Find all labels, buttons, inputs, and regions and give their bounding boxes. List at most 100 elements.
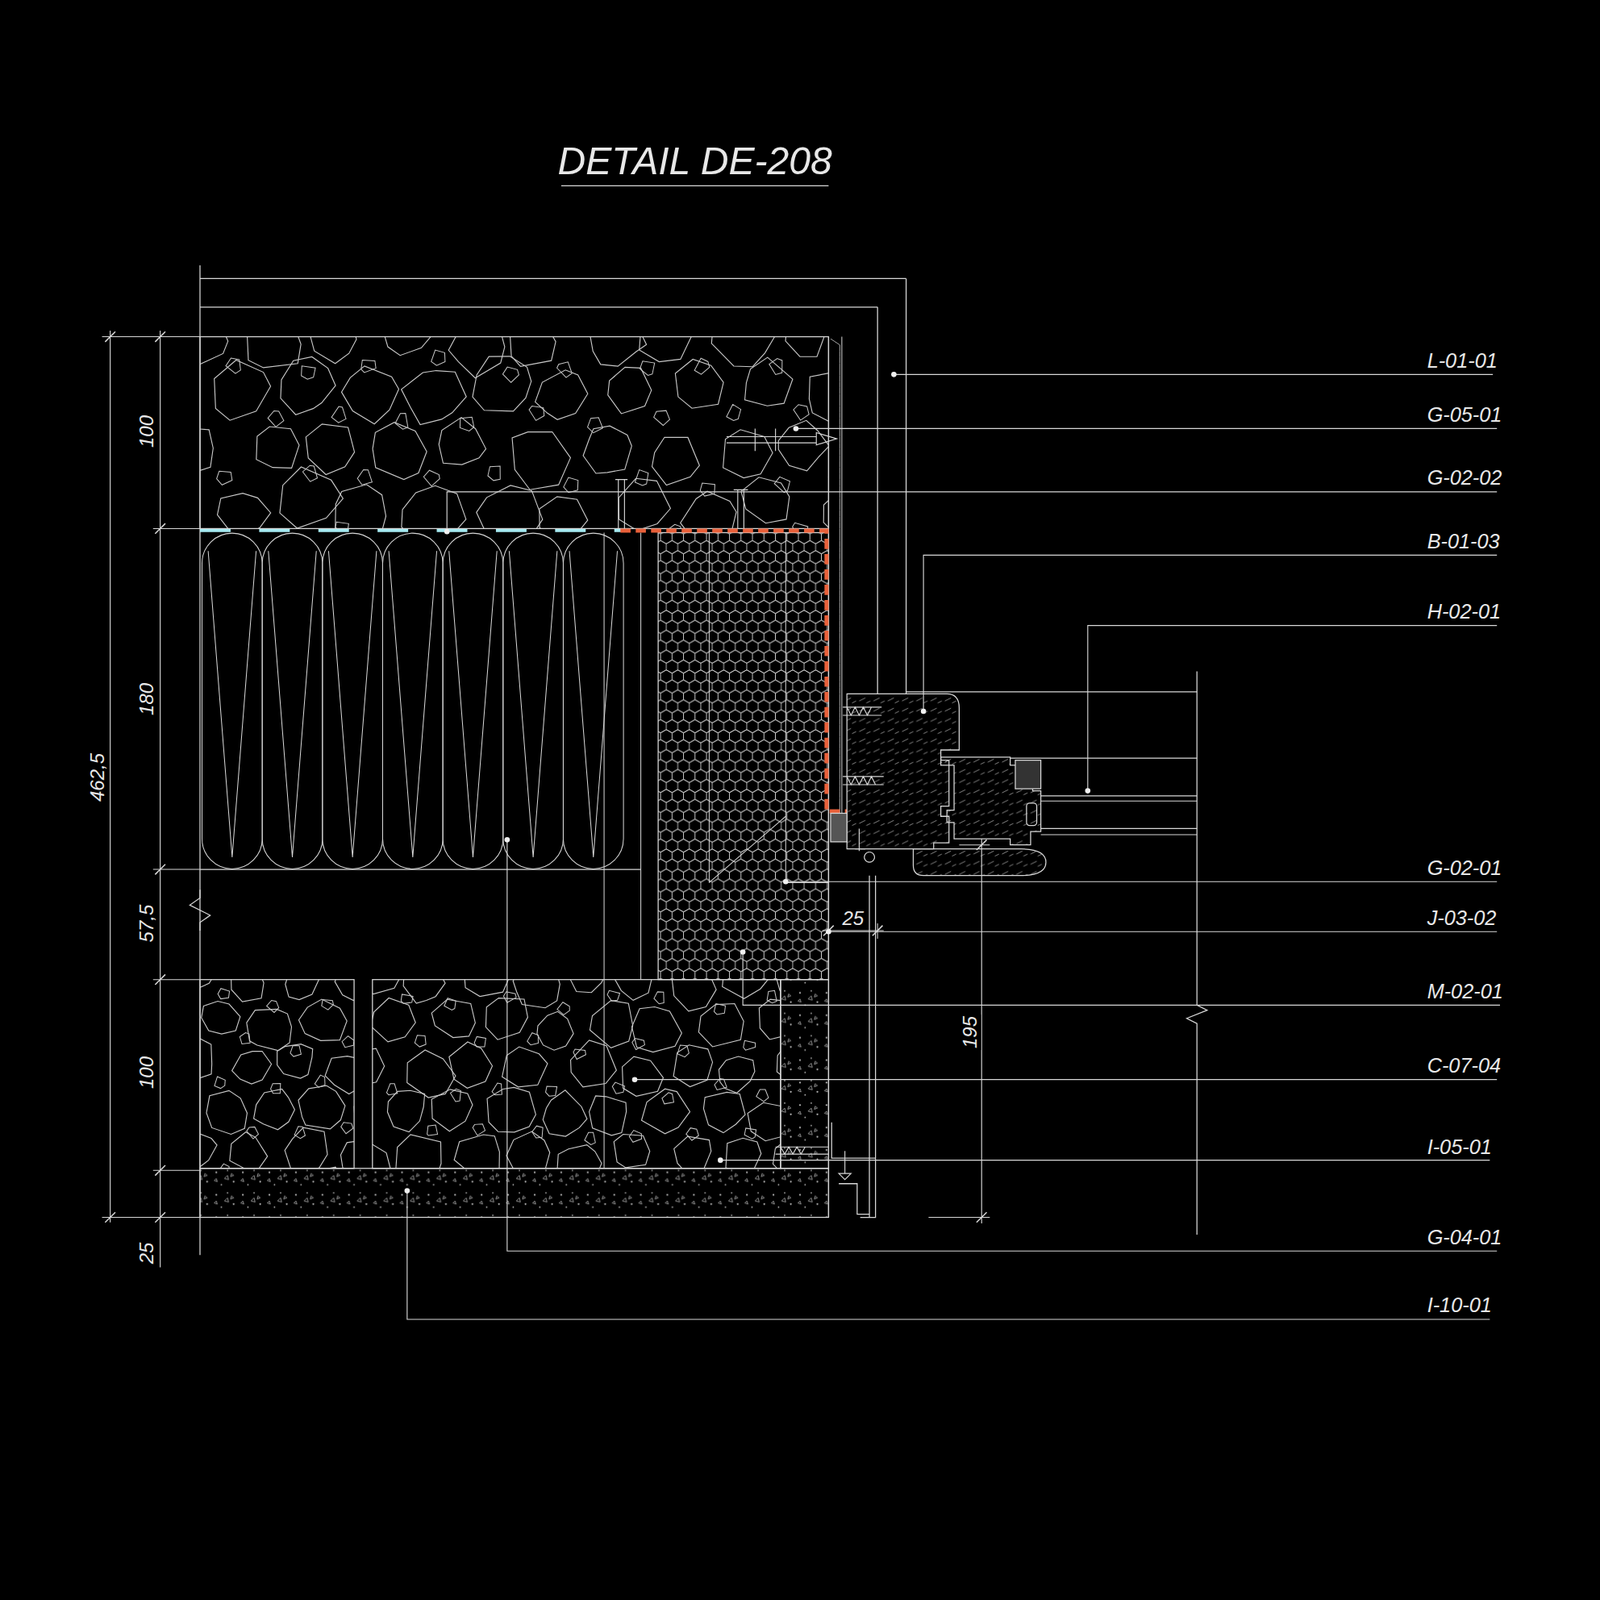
insulation-batt bbox=[262, 533, 323, 869]
stone-fragment bbox=[270, 1083, 281, 1094]
dimension-line bbox=[159, 330, 161, 1268]
dimension-value: 25 bbox=[840, 907, 866, 930]
seal-tape bbox=[830, 812, 847, 842]
stone bbox=[612, 979, 654, 1001]
stone-fragment bbox=[217, 1163, 230, 1169]
stone-fragment bbox=[563, 477, 579, 493]
stone-fragment bbox=[793, 404, 809, 421]
membrane-line bbox=[841, 337, 842, 817]
leader-line bbox=[507, 839, 1497, 1251]
stone-fragment bbox=[331, 406, 346, 423]
lintel-line bbox=[905, 278, 907, 694]
stone-fragment bbox=[503, 991, 517, 1004]
stone bbox=[341, 366, 399, 425]
stone bbox=[569, 979, 608, 993]
leader-line bbox=[720, 1159, 1490, 1161]
dimension-value: 462,5 bbox=[87, 751, 109, 804]
stone bbox=[557, 1145, 602, 1169]
leader-dot bbox=[740, 949, 746, 955]
section-geometry bbox=[168, 265, 1208, 1255]
stone-fill bbox=[200, 979, 355, 1169]
stone-fragment bbox=[527, 1033, 539, 1046]
dimension-value: 180 bbox=[136, 681, 159, 717]
stone bbox=[718, 1056, 755, 1093]
stone bbox=[217, 493, 271, 530]
dimension-tick bbox=[154, 1212, 166, 1223]
extension-line bbox=[928, 1216, 990, 1218]
window-assembly bbox=[830, 671, 1208, 1235]
stone bbox=[823, 484, 829, 530]
stone bbox=[472, 356, 532, 412]
stone bbox=[372, 1048, 385, 1087]
leader-dot bbox=[504, 837, 511, 843]
dimension-tick bbox=[154, 523, 166, 534]
stone-fragment bbox=[587, 417, 604, 434]
dimension-value: 195 bbox=[959, 1014, 982, 1050]
callout-code: L-01-01 bbox=[1425, 349, 1500, 371]
stone bbox=[200, 1133, 217, 1168]
joint-line bbox=[640, 532, 642, 980]
stone-fragment bbox=[487, 466, 500, 481]
insulation-batt-line bbox=[268, 550, 317, 858]
stone-fragment bbox=[216, 470, 233, 485]
insulation-edge bbox=[200, 868, 642, 870]
stone bbox=[372, 1141, 391, 1169]
leader-dot bbox=[404, 1187, 411, 1194]
stone bbox=[680, 491, 737, 529]
stone-fill bbox=[200, 337, 829, 530]
stone bbox=[334, 979, 355, 1001]
stone-fill bbox=[372, 979, 781, 1169]
stone-fragment bbox=[472, 1124, 485, 1136]
stone bbox=[200, 337, 229, 366]
window-frame bbox=[846, 693, 959, 849]
stone bbox=[277, 1044, 313, 1079]
window-sash bbox=[941, 757, 1042, 846]
stone bbox=[542, 1090, 588, 1137]
stone bbox=[298, 1085, 346, 1130]
stone-fragment bbox=[314, 1075, 325, 1088]
stone-cladding-outline bbox=[200, 337, 829, 530]
anchor-bolt bbox=[726, 428, 838, 451]
stone bbox=[246, 337, 301, 368]
stone bbox=[639, 337, 693, 363]
insulation-batt bbox=[202, 533, 263, 869]
dimension-line bbox=[981, 838, 983, 1224]
dimension-line bbox=[109, 330, 111, 1223]
stone bbox=[454, 1134, 500, 1169]
stone bbox=[214, 360, 271, 421]
leader-dot bbox=[920, 708, 927, 715]
insulation-batt-line bbox=[449, 550, 497, 858]
dimension-tick bbox=[154, 1165, 166, 1176]
stone-fragment bbox=[414, 1035, 426, 1047]
dimension-tick bbox=[823, 925, 834, 937]
glass-pane bbox=[1041, 833, 1198, 835]
dimension-tick bbox=[154, 331, 166, 342]
stone-cladding-outline bbox=[372, 979, 781, 1169]
dimension-value: 25 bbox=[136, 1240, 159, 1266]
extension-line bbox=[102, 1216, 200, 1218]
stone-fragment bbox=[290, 1045, 301, 1058]
stone bbox=[618, 478, 671, 529]
stone bbox=[535, 370, 588, 420]
stone bbox=[506, 1131, 550, 1169]
stone bbox=[372, 422, 427, 480]
stone bbox=[340, 1140, 355, 1169]
stone bbox=[298, 999, 347, 1041]
stone-fragment bbox=[686, 1128, 700, 1141]
leader-dot bbox=[783, 879, 789, 885]
stone bbox=[674, 1136, 712, 1169]
stone-fragment bbox=[301, 366, 316, 380]
stone-fragment bbox=[341, 1122, 354, 1134]
concrete-fill bbox=[780, 979, 829, 1169]
leader-line bbox=[828, 931, 1497, 933]
vapour-barrier-line bbox=[200, 529, 623, 533]
stone bbox=[539, 496, 588, 530]
stone-fragment bbox=[756, 1089, 769, 1102]
callout-code: I-05-01 bbox=[1425, 1136, 1494, 1159]
stone bbox=[512, 979, 560, 1009]
stone-fragment bbox=[491, 1083, 502, 1096]
leader-line bbox=[923, 554, 1497, 712]
stone-fragment bbox=[225, 358, 241, 374]
insulation-batt bbox=[382, 533, 443, 869]
